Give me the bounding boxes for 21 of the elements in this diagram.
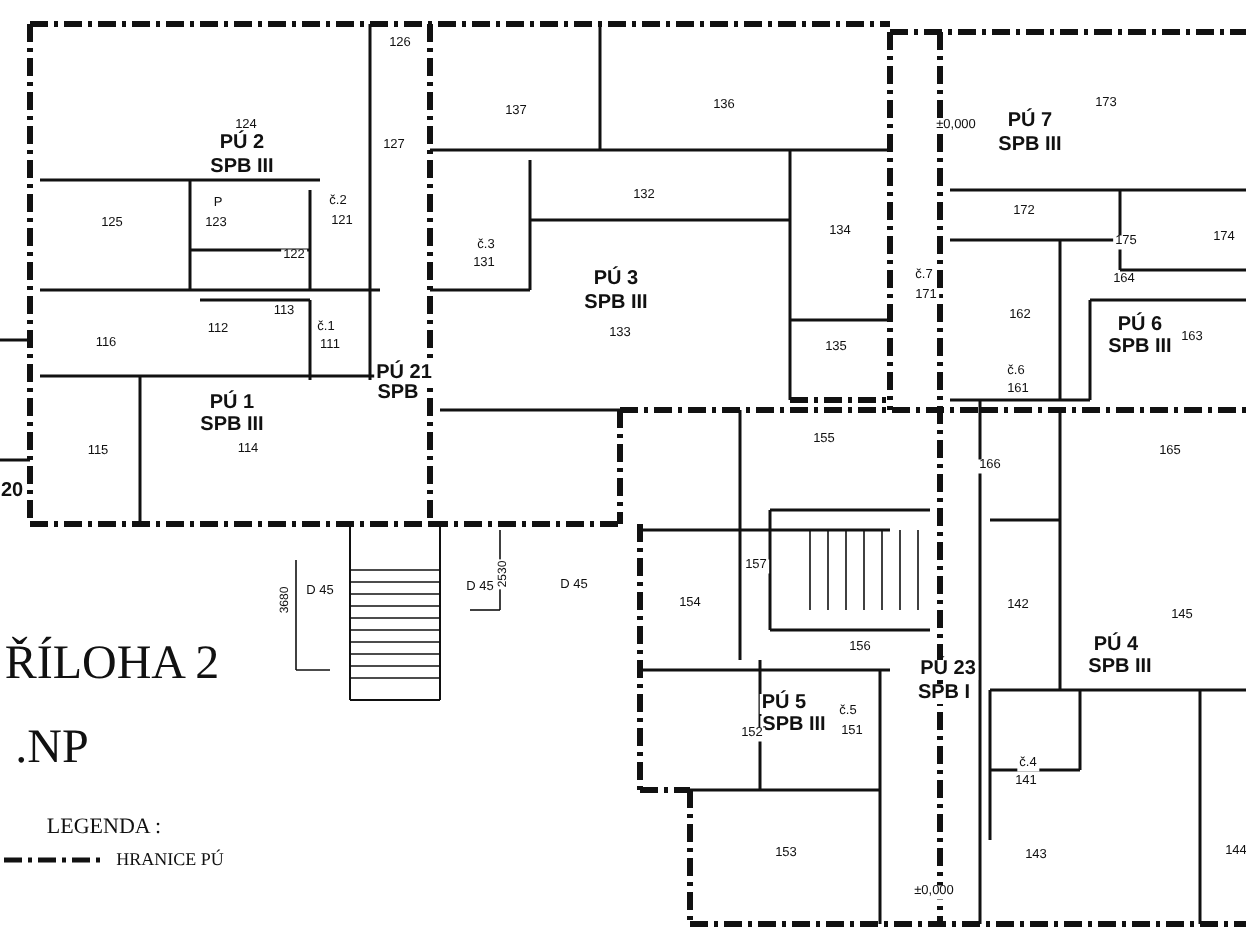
unit-label: PÚ 5 [759,694,809,714]
unit-label: PÚ 4 [1091,636,1141,656]
unit-label: SPB [375,384,421,404]
unit-label: SPB III [996,136,1064,156]
unit-label: SPB III [208,158,276,178]
legend-text: HRANICE PÚ [114,851,226,869]
unit-label: SPB III [1106,338,1174,358]
unit-label: SPB III [1086,658,1154,678]
legend-heading: LEGENDA : [44,817,164,839]
unit-label: PÚ 21 [374,364,434,384]
unit-label: SPB I [915,684,973,704]
unit-label: PÚ 3 [591,270,641,290]
unit-label: PÚ 6 [1115,316,1165,336]
unit-label: PÚ 1 [207,394,257,414]
unit-label: SPB III [198,416,266,436]
unit-label: 20 [0,482,26,502]
unit-label: SPB III [582,294,650,314]
unit-label: PÚ 7 [1005,112,1055,132]
unit-label: PÚ 2 [217,134,267,154]
unit-label: SPB III [760,716,828,736]
unit-label: PÚ 23 [918,660,978,680]
